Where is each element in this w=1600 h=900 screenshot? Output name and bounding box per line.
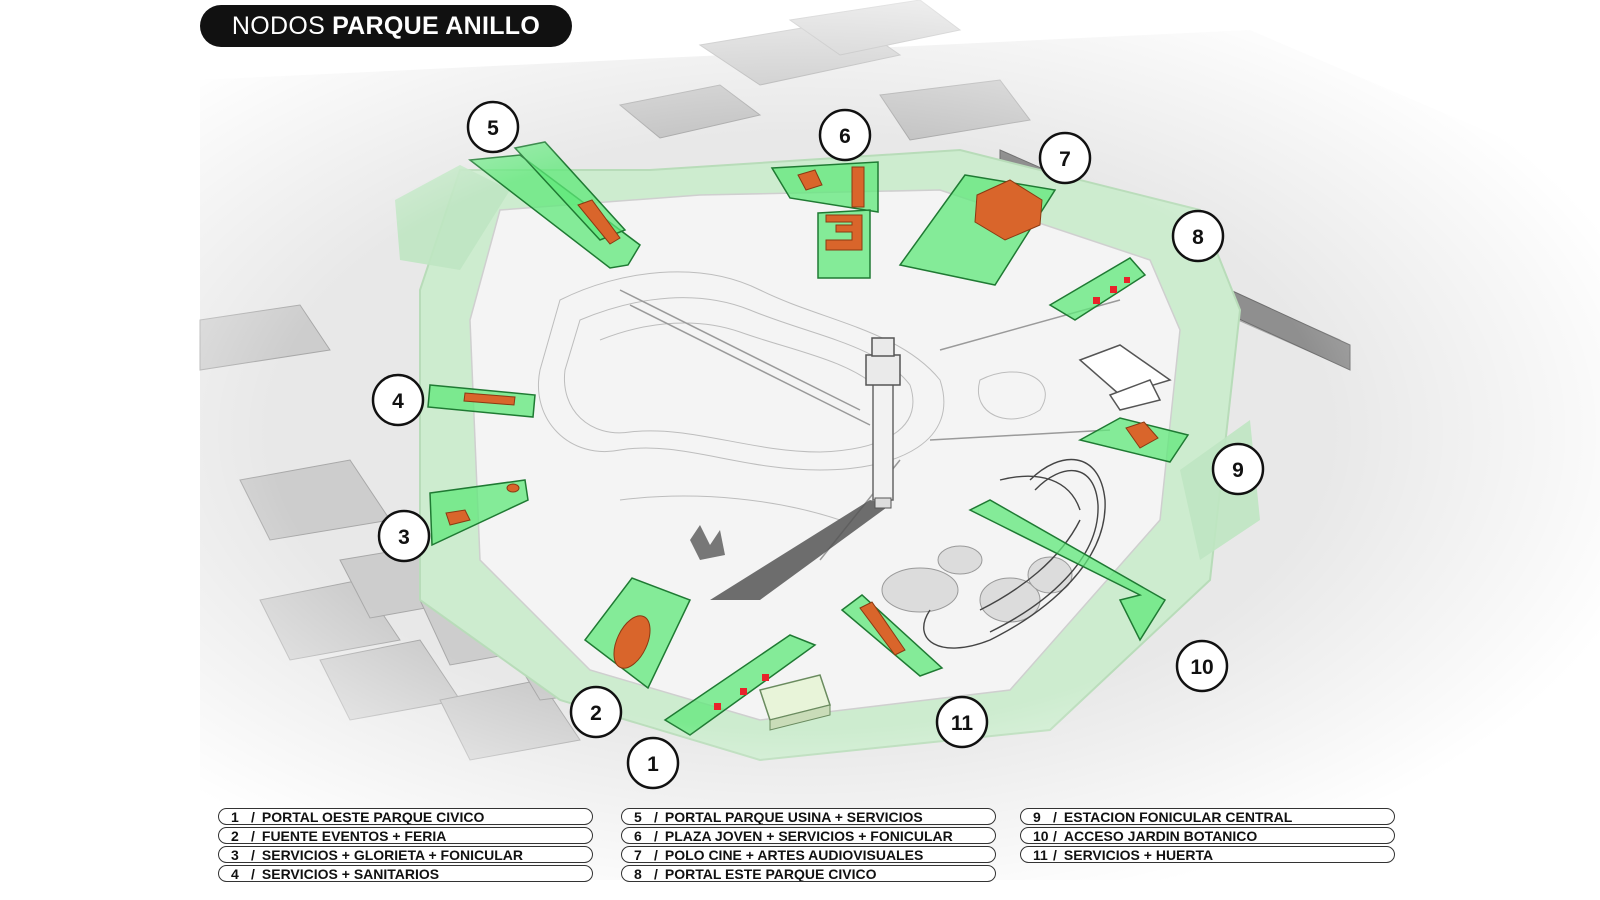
node-marker-5: 5 bbox=[466, 100, 520, 154]
node-marker-7: 7 bbox=[1038, 131, 1092, 185]
node-circle-9 bbox=[1211, 442, 1265, 496]
legend-item-6: 6 / PLAZA JOVEN + SERVICIOS + FONICULAR bbox=[621, 827, 996, 844]
node-circle-4 bbox=[371, 373, 425, 427]
node-number-11: 11 bbox=[951, 712, 974, 735]
node-circle-5 bbox=[466, 100, 520, 154]
legend-label: ACCESO JARDIN BOTANICO bbox=[1063, 827, 1258, 844]
node-circle-2 bbox=[569, 685, 623, 739]
legend-label: SERVICIOS + HUERTA bbox=[1063, 846, 1214, 863]
node-number-3: 3 bbox=[398, 526, 410, 549]
node-marker-11: 11 bbox=[935, 695, 989, 749]
legend-number: 2 bbox=[231, 827, 239, 844]
node-marker-3: 3 bbox=[377, 509, 431, 563]
legend-separator: / bbox=[654, 865, 658, 882]
diagram-title: NODOS PARQUE ANILLO bbox=[200, 5, 572, 47]
legend-separator: / bbox=[654, 808, 658, 825]
legend-separator: / bbox=[251, 808, 255, 825]
legend-number: 5 bbox=[634, 808, 642, 825]
legend-item-9: 9 / ESTACION FONICULAR CENTRAL bbox=[1020, 808, 1395, 825]
legend-item-8: 8 / PORTAL ESTE PARQUE CIVICO bbox=[621, 865, 996, 882]
legend-label: PORTAL OESTE PARQUE CIVICO bbox=[261, 808, 485, 825]
legend-item-4: 4 / SERVICIOS + SANITARIOS bbox=[218, 865, 593, 882]
legend-number: 7 bbox=[634, 846, 642, 863]
legend-item-3: 3 / SERVICIOS + GLORIETA + FONICULAR bbox=[218, 846, 593, 863]
legend-number: 4 bbox=[231, 865, 239, 882]
legend-separator: / bbox=[251, 865, 255, 882]
legend-separator: / bbox=[251, 846, 255, 863]
node-marker-10: 10 bbox=[1175, 639, 1229, 693]
node-marker-6: 6 bbox=[818, 108, 872, 162]
legend-label: SERVICIOS + GLORIETA + FONICULAR bbox=[261, 846, 523, 863]
legend-separator: / bbox=[1053, 846, 1057, 863]
legend-separator: / bbox=[1053, 808, 1057, 825]
node-marker-8: 8 bbox=[1171, 209, 1225, 263]
node-marker-2: 2 bbox=[569, 685, 623, 739]
node-number-1: 1 bbox=[647, 753, 659, 776]
legend-number: 3 bbox=[231, 846, 239, 863]
legend-item-2: 2 / FUENTE EVENTOS + FERIA bbox=[218, 827, 593, 844]
legend-label: FUENTE EVENTOS + FERIA bbox=[261, 827, 447, 844]
node-circle-11 bbox=[935, 695, 989, 749]
legend-label: SERVICIOS + SANITARIOS bbox=[261, 865, 440, 882]
node-circle-7 bbox=[1038, 131, 1092, 185]
legend-label: PORTAL PARQUE USINA + SERVICIOS bbox=[664, 808, 923, 825]
legend-item-1: 1 / PORTAL OESTE PARQUE CIVICO bbox=[218, 808, 593, 825]
node-marker-9: 9 bbox=[1211, 442, 1265, 496]
legend-separator: / bbox=[251, 827, 255, 844]
node-number-9: 9 bbox=[1232, 459, 1244, 482]
legend-number: 8 bbox=[634, 865, 642, 882]
node-number-6: 6 bbox=[839, 125, 851, 148]
legend-label: POLO CINE + ARTES AUDIOVISUALES bbox=[664, 846, 924, 863]
node-circle-8 bbox=[1171, 209, 1225, 263]
legend-item-10: 10/ ACCESO JARDIN BOTANICO bbox=[1020, 827, 1395, 844]
legend-item-5: 5 / PORTAL PARQUE USINA + SERVICIOS bbox=[621, 808, 996, 825]
legend-label: PLAZA JOVEN + SERVICIOS + FONICULAR bbox=[664, 827, 953, 844]
legend-number: 9 bbox=[1033, 808, 1041, 825]
legend-number: 1 bbox=[231, 808, 239, 825]
title-prefix: NODOS bbox=[231, 11, 326, 40]
node-number-8: 8 bbox=[1192, 226, 1204, 249]
node-circles: 1 2 3 4 5 6 7 8 9 10 11 bbox=[371, 100, 1265, 790]
node-circle-10 bbox=[1175, 639, 1229, 693]
node-circle-1 bbox=[626, 736, 680, 790]
legend-item-11: 11 / SERVICIOS + HUERTA bbox=[1020, 846, 1395, 863]
legend-separator: / bbox=[1053, 827, 1057, 844]
legend-label: PORTAL ESTE PARQUE CIVICO bbox=[664, 865, 877, 882]
title-main: PARQUE ANILLO bbox=[332, 11, 541, 40]
legend-separator: / bbox=[654, 827, 658, 844]
legend-separator: / bbox=[654, 846, 658, 863]
node-marker-1: 1 bbox=[626, 736, 680, 790]
legend-number: 6 bbox=[634, 827, 642, 844]
node-number-7: 7 bbox=[1059, 148, 1071, 171]
node-circle-6 bbox=[818, 108, 872, 162]
node-number-4: 4 bbox=[392, 390, 404, 413]
legend-item-7: 7 / POLO CINE + ARTES AUDIOVISUALES bbox=[621, 846, 996, 863]
node-marker-4: 4 bbox=[371, 373, 425, 427]
node-number-5: 5 bbox=[487, 117, 499, 140]
node-number-10: 10 bbox=[1190, 656, 1213, 679]
node-number-2: 2 bbox=[590, 702, 602, 725]
legend-number: 10 bbox=[1033, 827, 1049, 844]
legend-number: 11 bbox=[1033, 846, 1048, 863]
legend-label: ESTACION FONICULAR CENTRAL bbox=[1063, 808, 1293, 825]
node-circle-3 bbox=[377, 509, 431, 563]
